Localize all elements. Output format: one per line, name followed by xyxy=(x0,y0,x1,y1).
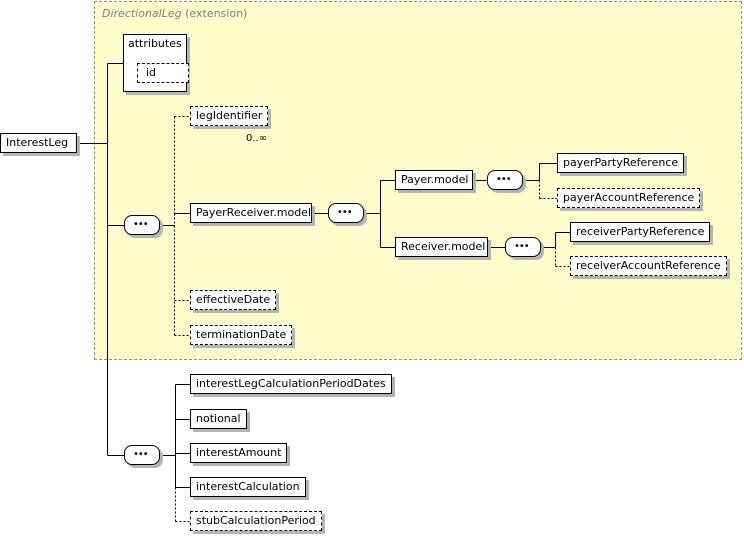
element-interestlegcalculationperioddates-label: interestLegCalculationPeriodDates xyxy=(196,377,386,390)
sequence-compositor-2[interactable]: ••• xyxy=(124,445,160,465)
sequence-compositor-receiver[interactable]: ••• xyxy=(505,237,541,257)
extension-suffix: (extension) xyxy=(185,7,248,20)
element-terminationdate-label: terminationDate xyxy=(196,328,287,341)
attributes-group[interactable]: attributes id xyxy=(123,34,189,92)
element-receiveraccountreference[interactable]: receiverAccountReference xyxy=(570,256,727,276)
element-payeraccountreference-label: payerAccountReference xyxy=(563,191,695,204)
element-interestcalculation-label: interestCalculation xyxy=(196,480,300,493)
sequence-symbol: ••• xyxy=(514,241,530,252)
element-payeraccountreference[interactable]: payerAccountReference xyxy=(557,188,701,208)
extension-caption: DirectionalLeg (extension) xyxy=(102,7,247,20)
sequence-symbol: ••• xyxy=(337,207,353,218)
group-payerreceiver-label: PayerReceiver.model xyxy=(196,206,312,219)
group-payer-model[interactable]: Payer.model xyxy=(395,170,473,190)
element-effectivedate[interactable]: effectiveDate xyxy=(190,290,277,310)
element-notional-label: notional xyxy=(196,412,241,425)
element-receiverpartyreference-label: receiverPartyReference xyxy=(576,225,705,238)
root-element-interestleg[interactable]: InterestLeg xyxy=(0,133,77,153)
element-receiverpartyreference[interactable]: receiverPartyReference xyxy=(570,222,711,242)
group-payer-label: Payer.model xyxy=(401,173,469,186)
sequence-compositor-1[interactable]: ••• xyxy=(124,215,160,235)
element-interestcalculation[interactable]: interestCalculation xyxy=(190,477,306,497)
sequence-compositor-payer[interactable]: ••• xyxy=(487,170,523,190)
root-element-label: InterestLeg xyxy=(6,136,69,149)
element-legidentifier-label: legIdentifier xyxy=(196,109,263,122)
element-interestamount-label: interestAmount xyxy=(196,446,282,459)
element-terminationdate[interactable]: terminationDate xyxy=(190,325,293,345)
element-receiveraccountreference-label: receiverAccountReference xyxy=(576,259,721,272)
extension-base-name: DirectionalLeg xyxy=(102,7,182,20)
element-payerpartyreference-label: payerPartyReference xyxy=(563,156,679,169)
sequence-symbol: ••• xyxy=(133,219,149,230)
element-interestlegcalculationperioddates[interactable]: interestLegCalculationPeriodDates xyxy=(190,374,392,394)
element-stubcalculationperiod-label: stubCalculationPeriod xyxy=(196,514,316,527)
element-legidentifier[interactable]: legIdentifier xyxy=(190,106,269,126)
element-payerpartyreference[interactable]: payerPartyReference xyxy=(557,153,685,173)
group-receiver-label: Receiver.model xyxy=(401,240,486,253)
element-effectivedate-label: effectiveDate xyxy=(196,293,271,306)
legidentifier-cardinality: 0..∞ xyxy=(246,133,268,144)
group-receiver-model[interactable]: Receiver.model xyxy=(395,237,488,257)
element-notional[interactable]: notional xyxy=(190,409,247,429)
sequence-symbol: ••• xyxy=(133,449,149,460)
group-payerreceiver-model[interactable]: PayerReceiver.model xyxy=(190,203,312,223)
attributes-title: attributes xyxy=(128,37,182,50)
sequence-compositor-payerreceiver[interactable]: ••• xyxy=(328,203,364,223)
element-interestamount[interactable]: interestAmount xyxy=(190,443,288,463)
attribute-id[interactable]: id xyxy=(137,63,189,83)
element-stubcalculationperiod[interactable]: stubCalculationPeriod xyxy=(190,511,322,531)
sequence-symbol: ••• xyxy=(496,174,512,185)
